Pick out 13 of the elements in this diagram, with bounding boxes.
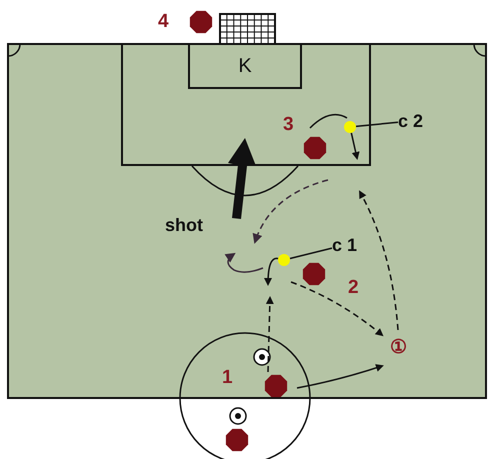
callout-text: c 1 — [332, 236, 358, 254]
player-number: 2 — [348, 278, 359, 297]
player-number: 4 — [158, 12, 169, 31]
leader-line — [356, 122, 398, 128]
goal-area-box: K — [188, 44, 302, 89]
dribble-arrow — [350, 132, 360, 160]
action-label: shot — [165, 216, 203, 234]
leader-line — [290, 247, 332, 260]
callout-text: c 2 — [398, 112, 424, 130]
player-number: 1 — [222, 368, 233, 387]
dribble-arrow — [264, 258, 278, 286]
player-number: 3 — [283, 115, 294, 134]
position-marker: ① — [390, 338, 407, 357]
